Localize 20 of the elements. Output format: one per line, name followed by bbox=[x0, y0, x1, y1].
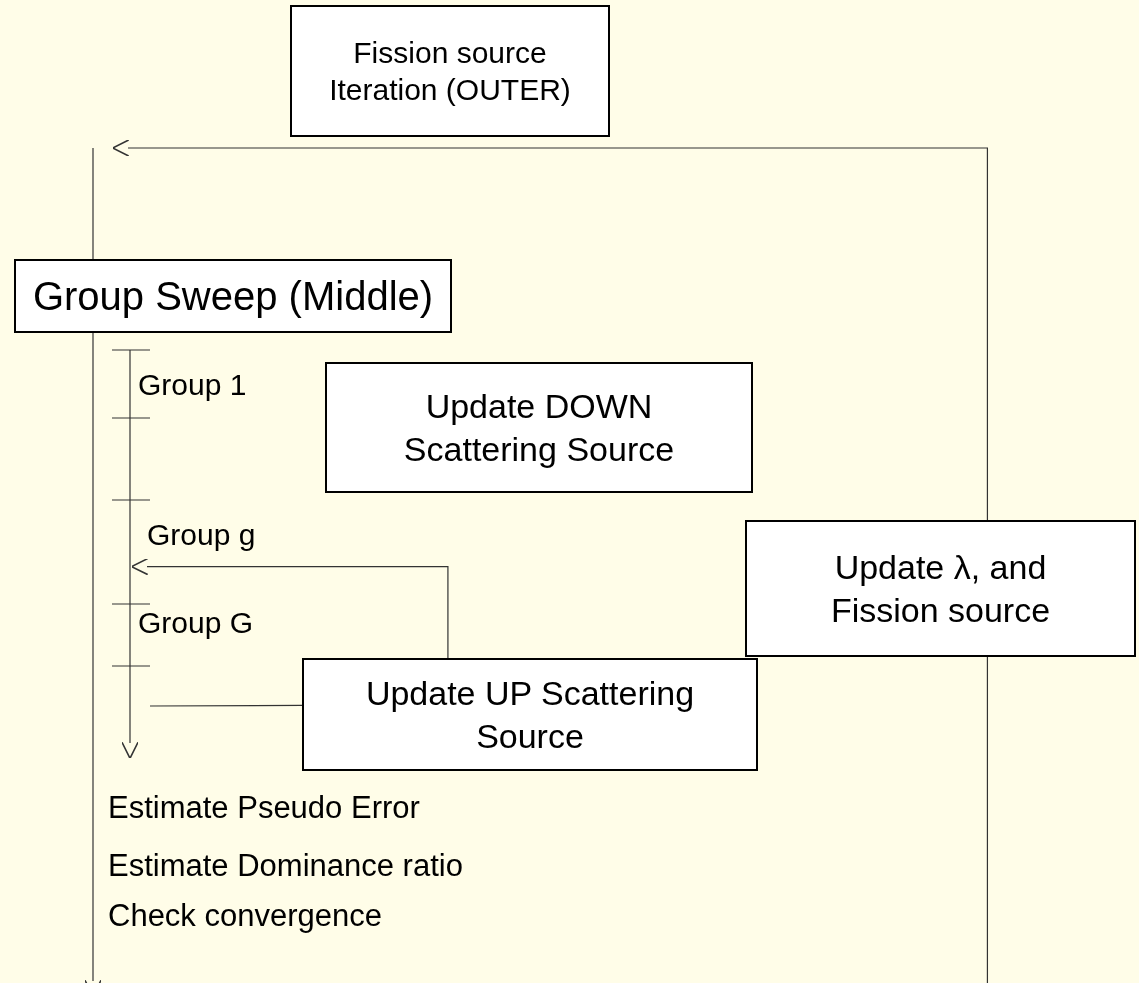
process-box bbox=[745, 520, 1136, 657]
group-label: Group G bbox=[138, 606, 254, 640]
connector-line bbox=[986, 656, 988, 983]
box-text: Fission source Iteration (OUTER) bbox=[328, 34, 572, 108]
box-text: Update DOWN Scattering Source bbox=[402, 386, 676, 470]
process-box bbox=[302, 658, 758, 771]
process-box bbox=[290, 5, 610, 137]
step-note: Check convergence bbox=[108, 898, 382, 934]
process-box bbox=[325, 362, 753, 493]
arrow bbox=[130, 557, 449, 659]
group-label: Group 1 bbox=[138, 368, 247, 402]
connector-line bbox=[149, 704, 303, 707]
arrow bbox=[111, 139, 988, 521]
group-label: Group g bbox=[147, 518, 256, 552]
step-note: Estimate Pseudo Error bbox=[108, 790, 420, 826]
box-text: Group Sweep (Middle) bbox=[32, 273, 434, 320]
box-text: Update λ, and Fission source bbox=[829, 547, 1052, 631]
step-note: Estimate Dominance ratio bbox=[108, 848, 463, 884]
process-box bbox=[14, 259, 452, 333]
box-text: Update UP Scattering Source bbox=[365, 673, 695, 757]
